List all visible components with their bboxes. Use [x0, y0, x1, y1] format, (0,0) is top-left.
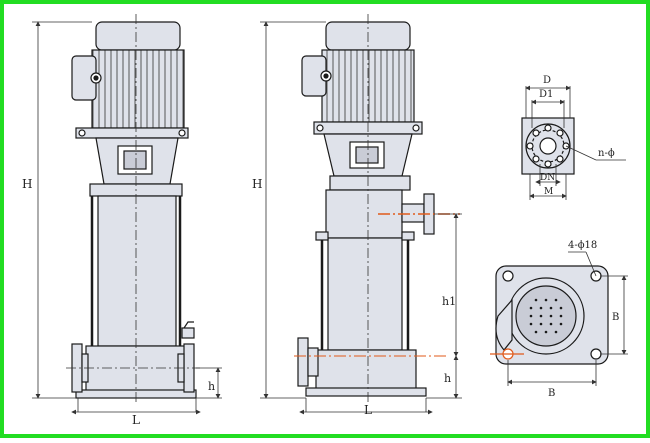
- flange-m-label: M: [544, 187, 553, 197]
- mid-h1-label: h1: [442, 295, 456, 308]
- base-dimensions: [507, 251, 628, 386]
- middle-pump: [297, 21, 435, 397]
- flange-dimensions: [525, 85, 626, 200]
- left-dimensions: [32, 21, 222, 415]
- left-motor-flange: [75, 127, 189, 139]
- flange-d1-label: D1: [539, 89, 553, 100]
- mid-stage-casing: [327, 237, 403, 351]
- flange-detail: [521, 117, 575, 175]
- left-length-label: L: [132, 413, 140, 427]
- left-vent-valve: [181, 327, 195, 339]
- mid-pump-head: [329, 175, 411, 191]
- mid-height-label: H: [252, 177, 262, 191]
- left-stage-casing: [97, 195, 177, 347]
- flange-dn-label: DN: [540, 173, 555, 183]
- base-plan-view: [495, 265, 609, 365]
- flange-d-label: D: [543, 75, 551, 86]
- impeller-holes: [529, 298, 563, 334]
- mid-dimensions: [260, 21, 462, 415]
- left-motor-cap: [95, 21, 181, 51]
- base-b-right-label: B: [612, 312, 619, 323]
- left-height-label: H: [22, 177, 32, 191]
- mid-inlet-flange: [297, 337, 309, 387]
- bolt-spec-label: 4-ϕ18: [568, 240, 597, 251]
- base-b-bottom-label: B: [548, 388, 555, 399]
- left-pump: [71, 21, 197, 399]
- bolt-hole-tl: [502, 270, 514, 282]
- mid-discharge-head: [325, 189, 403, 239]
- mid-length-label: L: [364, 403, 372, 417]
- bolt-hole-br: [590, 348, 602, 360]
- flange-bore: [539, 137, 557, 155]
- left-motor-body: [91, 49, 185, 129]
- flange-n-phi-label: n-ϕ: [598, 148, 615, 159]
- mid-h-label: h: [444, 372, 451, 385]
- left-h-label: h: [208, 380, 215, 393]
- mid-pump-base: [315, 349, 417, 393]
